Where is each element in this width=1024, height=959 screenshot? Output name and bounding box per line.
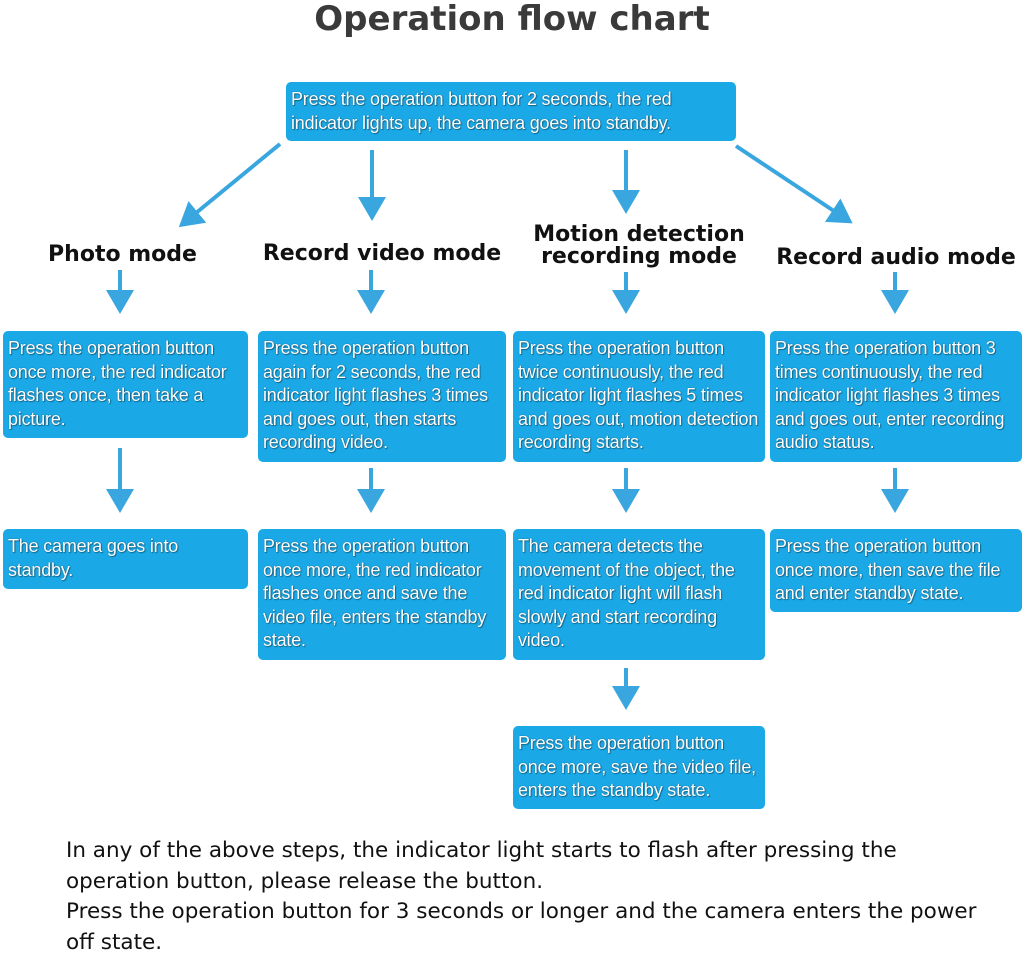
video-step-1-box: Press the operation button again for 2 s… xyxy=(258,331,506,462)
motion-step-3-box: Press the operation button once more, sa… xyxy=(513,726,765,809)
page-title: Operation flow chart xyxy=(314,0,710,39)
note-release-button: In any of the above steps, the indicator… xyxy=(66,838,897,894)
video-step-2-box: Press the operation button once more, th… xyxy=(258,529,506,660)
mode-heading-motion: Motion detection recording mode xyxy=(533,222,745,269)
motion-step-2-box: The camera detects the movement of the o… xyxy=(513,529,765,660)
arrow-start-to-audio xyxy=(734,144,853,224)
start-step-box: Press the operation button for 2 seconds… xyxy=(286,82,736,141)
motion-step-1-box: Press the operation button twice continu… xyxy=(513,331,765,462)
mode-heading-audio: Record audio mode xyxy=(776,245,1016,270)
photo-step-1-box: Press the operation button once more, th… xyxy=(3,331,248,438)
photo-step-2-box: The camera goes into standby. xyxy=(3,529,248,589)
footer-notes: In any of the above steps, the indicator… xyxy=(66,836,1006,958)
mode-heading-photo: Photo mode xyxy=(48,242,197,267)
start-step-text: Press the operation button for 2 seconds… xyxy=(291,89,672,133)
arrow-start-to-photo xyxy=(178,142,282,228)
note-power-off: Press the operation button for 3 seconds… xyxy=(66,899,977,955)
mode-heading-video: Record video mode xyxy=(262,241,502,266)
audio-step-1-box: Press the operation button 3 times conti… xyxy=(770,331,1022,462)
audio-step-2-box: Press the operation button once more, th… xyxy=(770,529,1022,612)
